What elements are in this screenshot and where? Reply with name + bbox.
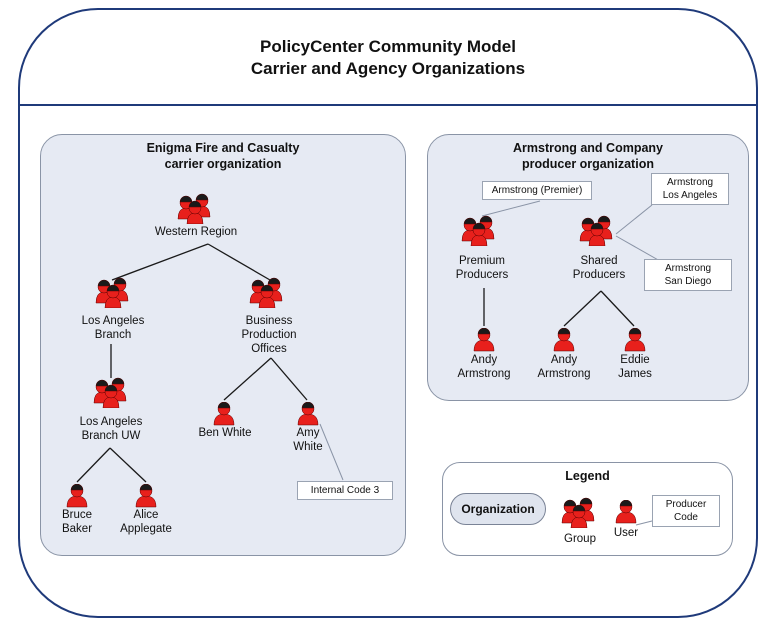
carrier-organization-title: Enigma Fire and Casualty carrier organiz… xyxy=(40,140,406,172)
user-icon xyxy=(135,484,157,508)
internal-code-box: Internal Code 3 xyxy=(297,481,393,500)
connector-bpo-to-ben xyxy=(223,357,272,401)
la-branch-line-2: Branch xyxy=(94,329,132,341)
andy-armstrong-shared-label: Andy Armstrong xyxy=(537,353,590,381)
carrier-title-line-2: carrier organization xyxy=(164,157,282,171)
carrier-title-line-1: Enigma Fire and Casualty xyxy=(146,141,300,155)
connector-western-to-bpo xyxy=(207,243,271,281)
title-line-2: Carrier and Agency Organizations xyxy=(250,59,526,78)
group-icon xyxy=(249,277,283,308)
bruce-baker-line-1: Bruce xyxy=(61,509,93,521)
group-icon xyxy=(461,215,495,246)
user-icon xyxy=(473,328,495,352)
connector-shared-to-andy xyxy=(563,290,602,327)
andy-armstrong-premium-line-2: Armstrong xyxy=(457,368,511,380)
producer-organization-title: Armstrong and Company producer organizat… xyxy=(427,140,749,172)
group-icon xyxy=(93,377,127,408)
user-icon xyxy=(615,500,637,524)
bpo-line-1: Business xyxy=(245,315,293,327)
andy-armstrong-shared-line-2: Armstrong xyxy=(537,368,591,380)
andy-armstrong-shared-line-1: Andy xyxy=(550,354,578,366)
connector-shared-to-eddie xyxy=(600,290,635,327)
shared-producers-line-1: Shared xyxy=(580,255,618,267)
legend-user-label: User xyxy=(613,527,639,539)
legend-producer-code: Producer Code xyxy=(652,495,720,527)
bpo-line-3: Offices xyxy=(251,343,287,355)
code-armstrong-los-angeles: Armstrong Los Angeles xyxy=(651,173,729,205)
bpo-line-2: Production xyxy=(241,329,297,341)
premium-producers-label: Premium Producers xyxy=(456,254,508,282)
eddie-james-line-1: Eddie xyxy=(620,354,650,366)
code-link-premier xyxy=(481,200,541,217)
andy-armstrong-premium-line-1: Andy xyxy=(470,354,498,366)
code-link-internal xyxy=(319,423,344,481)
user-icon xyxy=(213,402,235,426)
group-icon xyxy=(579,215,613,246)
western-region-label: Western Region xyxy=(154,226,238,238)
la-branch-uw-label: Los Angeles Branch UW xyxy=(80,415,143,443)
code-sd-line-2: San Diego xyxy=(664,276,712,287)
group-icon xyxy=(177,193,211,224)
bruce-baker-line-2: Baker xyxy=(61,523,93,535)
amy-white-line-2: White xyxy=(293,441,323,453)
alice-applegate-label: Alice Applegate xyxy=(120,508,172,536)
connector-bpo-to-amy xyxy=(270,357,308,401)
alice-applegate-line-2: Applegate xyxy=(120,523,172,535)
amy-white-label: Amy White xyxy=(293,426,322,454)
shared-producers-label: Shared Producers xyxy=(573,254,625,282)
producer-title-line-1: Armstrong and Company xyxy=(512,141,663,155)
eddie-james-line-2: James xyxy=(618,368,652,380)
connector-uw-to-alice xyxy=(109,447,147,483)
la-branch-label: Los Angeles Branch xyxy=(82,314,145,342)
diagram-title: PolicyCenter Community Model Carrier and… xyxy=(18,36,758,80)
code-sd-line-1: Armstrong xyxy=(664,263,712,274)
premium-producers-line-1: Premium xyxy=(458,255,506,267)
legend-group-label: Group xyxy=(564,533,596,545)
user-icon xyxy=(553,328,575,352)
alice-applegate-line-1: Alice xyxy=(133,509,159,521)
group-icon xyxy=(95,277,129,308)
bpo-label: Business Production Offices xyxy=(242,314,297,356)
code-la-line-1: Armstrong xyxy=(666,177,714,188)
legend-producer-code-line-1: Producer xyxy=(665,499,707,510)
producer-title-line-2: producer organization xyxy=(522,157,654,171)
la-branch-uw-line-2: Branch UW xyxy=(81,430,141,442)
shared-producers-line-2: Producers xyxy=(572,269,626,281)
title-line-1: PolicyCenter Community Model xyxy=(260,37,516,56)
user-icon xyxy=(297,402,319,426)
connector-uw-to-bruce xyxy=(76,447,111,483)
code-armstrong-premier: Armstrong (Premier) xyxy=(482,181,592,200)
code-link-la xyxy=(615,204,653,235)
connector-western-to-la xyxy=(111,243,209,281)
user-icon xyxy=(624,328,646,352)
group-icon xyxy=(561,497,595,528)
andy-armstrong-premium-label: Andy Armstrong xyxy=(457,353,510,381)
legend-producer-code-line-2: Code xyxy=(674,512,698,523)
la-branch-uw-line-1: Los Angeles xyxy=(79,416,143,428)
title-divider xyxy=(18,104,758,106)
code-la-line-2: Los Angeles xyxy=(662,190,718,201)
user-icon xyxy=(66,484,88,508)
la-branch-line-1: Los Angeles xyxy=(81,315,145,327)
bruce-baker-label: Bruce Baker xyxy=(62,508,92,536)
code-link-sd xyxy=(615,235,661,262)
ben-white-label: Ben White xyxy=(198,427,252,439)
legend-organization: Organization xyxy=(450,493,546,525)
eddie-james-label: Eddie James xyxy=(618,353,652,381)
legend-title: Legend xyxy=(565,469,610,483)
amy-white-line-1: Amy xyxy=(296,427,320,439)
premium-producers-line-2: Producers xyxy=(455,269,509,281)
code-armstrong-san-diego: Armstrong San Diego xyxy=(644,259,732,291)
